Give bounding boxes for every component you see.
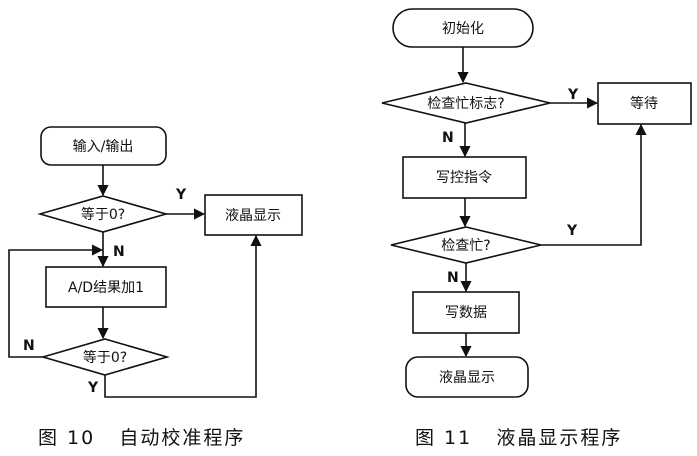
fig10-edge-label-n2: N [23,338,35,354]
fig11-writedata-label: 写数据 [445,305,487,321]
fig10-process-label: A/D结果加1 [68,280,144,296]
fig10-caption: 图 10 自动校准程序 [38,427,245,449]
fig11-caption: 图 11 液晶显示程序 [415,427,622,449]
figure-10 [8,126,303,398]
fig11-wait-label: 等待 [630,95,658,112]
fig10-start-label: 输入/输出 [73,139,134,155]
fig10-edge-label-y1: Y [175,187,187,203]
fig11-writedata-node [412,291,520,334]
fig11-start-label: 初始化 [442,20,484,37]
fig11-writecmd-label: 写控指令 [436,170,492,186]
fig11-edge-label-n1: N [442,130,454,146]
fig10-edge-label-y2: Y [87,380,99,396]
fig11-edge-label-y1: Y [567,87,579,103]
fig11-decision1-node [381,82,551,124]
fig10-display-label: 液晶显示 [225,208,281,224]
fig10-decision1-label: 等于0? [81,206,125,223]
fig11-decision2-label: 检查忙? [441,238,490,254]
fig10-edge-loop-back [8,244,104,358]
fig10-edge-dec2-display [104,234,262,398]
fig11-wait-node [597,82,692,125]
fig11-decision1-label: 检查忙标志? [427,96,504,112]
fig11-edge-label-y2: Y [566,223,578,239]
fig11-edge-label-n2: N [447,270,459,286]
fig10-edge-label-n1: N [113,244,125,260]
fig11-edge-dec2-wait [541,123,647,246]
figure-11 [381,8,692,398]
fig11-writecmd-node [402,156,527,199]
fig10-decision2-label: 等于0? [83,349,127,366]
fig11-display-label: 液晶显示 [439,370,495,386]
